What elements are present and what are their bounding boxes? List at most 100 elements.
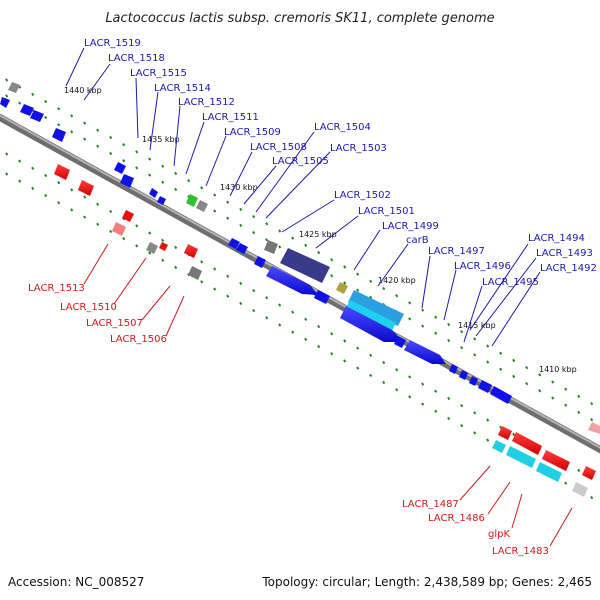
gene-label-lacr-1511[interactable]: LACR_1511	[202, 112, 259, 123]
gene-label-lacr-1495[interactable]: LACR_1495	[482, 277, 539, 288]
gene-label-lacr-1487[interactable]: LACR_1487	[402, 499, 459, 510]
ruler-tick	[252, 288, 256, 293]
ruler-tick	[278, 245, 282, 249]
ruler-tick	[122, 159, 126, 163]
ruler-tick	[278, 229, 282, 233]
gene-label-lacr-1506[interactable]: LACR_1506	[110, 334, 167, 345]
gene-label-lacr-1514[interactable]: LACR_1514	[154, 83, 211, 94]
gene-label-lacr-1504[interactable]: LACR_1504	[314, 122, 371, 133]
gene-block-fwd[interactable]	[149, 188, 158, 198]
gene-block-rev[interactable]	[184, 244, 198, 258]
gene-block-fwd[interactable]	[52, 128, 66, 142]
gene-block-fwd[interactable]	[266, 266, 318, 295]
gene-label-lacr-1513[interactable]: LACR_1513	[28, 283, 85, 294]
gene-block-rev[interactable]	[542, 450, 570, 471]
gene-block-fwd[interactable]	[157, 196, 166, 205]
gene-block-fwd[interactable]	[254, 256, 266, 268]
ruler-tick	[356, 272, 360, 276]
gene-label-lacr-1494[interactable]: LACR_1494	[528, 233, 585, 244]
gene-block-gray[interactable]	[188, 266, 202, 280]
ruler-tick	[343, 281, 347, 285]
ruler-tick	[148, 173, 152, 177]
ruler-tick	[590, 401, 594, 406]
gene-label-lacr-1519[interactable]: LACR_1519	[84, 38, 141, 49]
gene-block-fwd[interactable]	[340, 306, 404, 342]
gene-block-fwd[interactable]	[120, 174, 134, 188]
gene-label-lacr-1497[interactable]: LACR_1497	[428, 246, 485, 257]
ruler-tick	[5, 172, 9, 176]
gene-label-lacr-1515[interactable]: LACR_1515	[130, 68, 187, 79]
ruler-tick	[369, 279, 373, 283]
ruler-tick	[109, 151, 113, 156]
gene-block-cyan[interactable]	[492, 440, 506, 453]
gene-block-fwd[interactable]	[404, 340, 446, 364]
gene-label-lacr-1483[interactable]: LACR_1483	[492, 546, 549, 557]
gene-block-fwd[interactable]	[469, 376, 478, 386]
gene-label-glpk[interactable]: glpK	[488, 529, 510, 540]
gene-block-fwd[interactable]	[459, 370, 468, 380]
ruler-tick	[135, 166, 139, 170]
ruler-tick	[291, 330, 295, 334]
gene-block-cyan[interactable]	[348, 290, 404, 326]
gene-label-carb[interactable]: carB	[406, 235, 429, 246]
gene-block-cyan[interactable]	[536, 462, 562, 482]
gene-label-lacr-1508[interactable]: LACR_1508	[250, 142, 307, 153]
ruler-tick	[96, 144, 100, 148]
gene-block-green[interactable]	[186, 194, 198, 207]
gene-block-rev[interactable]	[78, 180, 94, 196]
gene-label-lacr-1501[interactable]: LACR_1501	[358, 206, 415, 217]
ruler-tick	[109, 209, 113, 214]
ruler-tick	[187, 179, 191, 183]
gene-block-gray[interactable]	[264, 240, 278, 254]
gene-block-fwd[interactable]	[236, 243, 248, 254]
gene-block-pink[interactable]	[588, 422, 600, 434]
gene-block-rev[interactable]	[512, 432, 542, 455]
gene-block-rev[interactable]	[498, 426, 512, 440]
gene-block-gray[interactable]	[8, 82, 20, 93]
gene-block-fwd[interactable]	[314, 290, 330, 304]
ruler-tick	[369, 373, 373, 377]
gene-block-fwd[interactable]	[0, 97, 10, 108]
ruler-tick	[304, 337, 308, 342]
gene-block-fwd[interactable]	[449, 364, 458, 374]
ruler-tick	[161, 164, 165, 168]
gene-block-rev[interactable]	[159, 242, 168, 251]
gene-block-fwd[interactable]	[394, 336, 406, 348]
ruler-tick	[265, 316, 269, 320]
gene-block-rev[interactable]	[54, 164, 70, 180]
ruler-tick	[109, 229, 113, 234]
gene-block-purple[interactable]	[280, 248, 330, 283]
gene-block-fwd[interactable]	[490, 386, 512, 404]
gene-block-fwd[interactable]	[20, 104, 34, 116]
gene-block-gray[interactable]	[572, 482, 588, 497]
gene-label-lacr-1486[interactable]: LACR_1486	[428, 513, 485, 524]
gene-block-fwd[interactable]	[478, 380, 492, 393]
gene-label-lacr-1505[interactable]: LACR_1505	[272, 156, 329, 167]
ruler-tick	[226, 274, 230, 278]
gene-block-fwd[interactable]	[114, 162, 126, 174]
gene-label-lacr-1512[interactable]: LACR_1512	[178, 97, 235, 108]
gene-label-lacr-1493[interactable]: LACR_1493	[536, 248, 593, 259]
gene-block-khaki[interactable]	[336, 282, 348, 294]
gene-block-pink[interactable]	[112, 222, 126, 236]
gene-label-lacr-1507[interactable]: LACR_1507	[86, 318, 143, 329]
ruler-tick	[538, 373, 542, 377]
gene-block-gray[interactable]	[196, 200, 208, 212]
gene-block-cyan[interactable]	[506, 446, 536, 468]
gene-label-lacr-1503[interactable]: LACR_1503	[330, 143, 387, 154]
gene-label-lacr-1496[interactable]: LACR_1496	[454, 261, 511, 272]
ruler-tick	[148, 157, 152, 161]
gene-block-fwd[interactable]	[30, 110, 44, 122]
gene-block-rev[interactable]	[582, 466, 596, 480]
gene-label-lacr-1518[interactable]: LACR_1518	[108, 53, 165, 64]
gene-block-rev[interactable]	[122, 210, 134, 222]
gene-label-lacr-1509[interactable]: LACR_1509	[224, 127, 281, 138]
gene-label-lacr-1492[interactable]: LACR_1492	[540, 263, 597, 274]
gene-block-fwd[interactable]	[228, 238, 240, 249]
gene-block-gray[interactable]	[146, 242, 158, 254]
ruler-tick	[174, 187, 178, 192]
gene-label-lacr-1502[interactable]: LACR_1502	[334, 190, 391, 201]
gene-label-lacr-1510[interactable]: LACR_1510	[60, 302, 117, 313]
gene-label-lacr-1499[interactable]: LACR_1499	[382, 221, 439, 232]
ruler-tick	[291, 236, 295, 240]
